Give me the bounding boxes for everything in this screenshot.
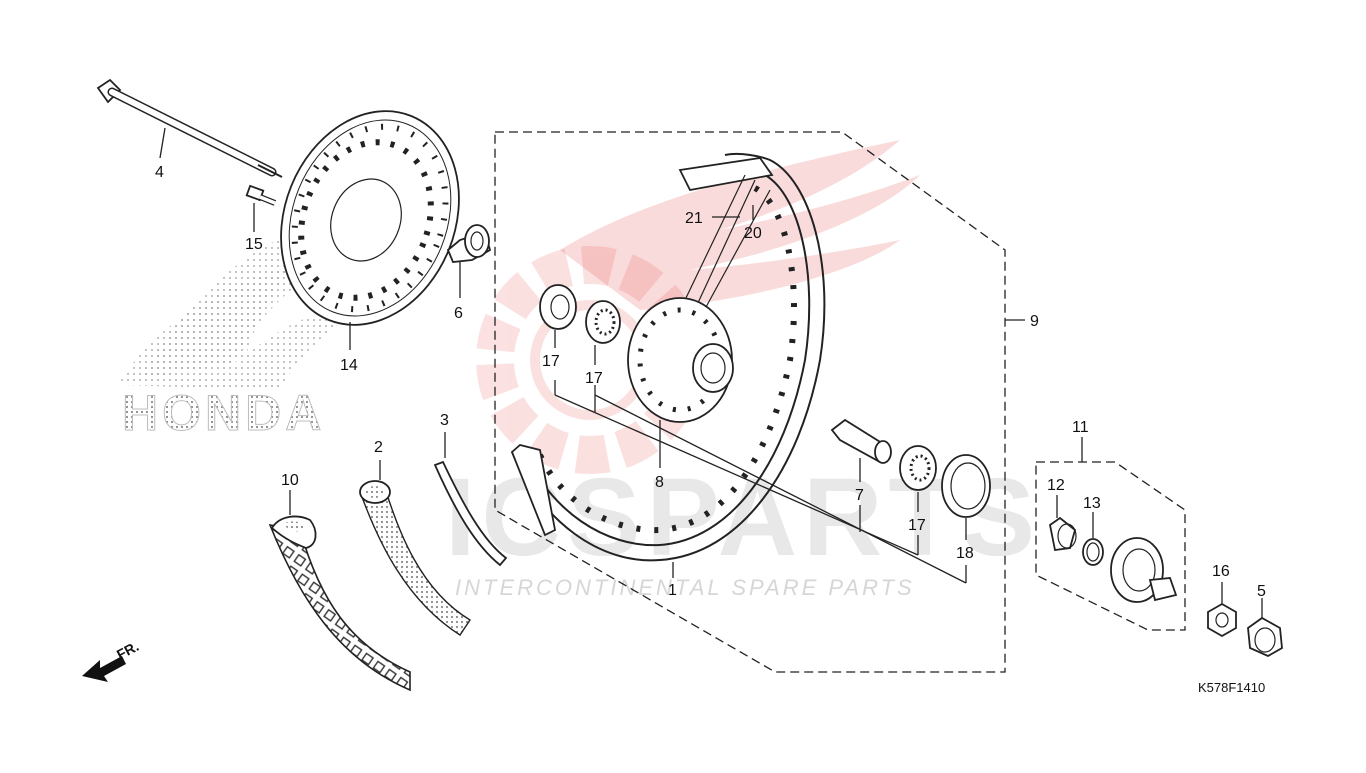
part-distance-collar <box>830 418 892 464</box>
callout-12: 12 <box>1047 477 1065 494</box>
part-gearbox <box>1110 537 1178 603</box>
diagram-code: K578F1410 <box>1198 680 1265 695</box>
callout-6: 6 <box>454 305 463 322</box>
callout-11: 11 <box>1072 419 1089 436</box>
part-bearing-17b <box>899 445 937 491</box>
assembly-boundary-11 <box>1035 461 1186 631</box>
part-rim-band <box>433 460 508 567</box>
callout-9: 9 <box>1030 313 1039 330</box>
callout-15: 15 <box>245 236 263 253</box>
part-brake-disc <box>280 110 460 326</box>
callout-17-left: 17 <box>585 370 603 387</box>
part-tire <box>268 515 411 692</box>
part-dust-seal <box>941 454 991 518</box>
callout-18: 17 <box>542 353 560 370</box>
callout-2: 2 <box>374 439 383 456</box>
callout-17-right: 17 <box>908 517 926 534</box>
part-hub <box>627 297 734 423</box>
part-axle <box>96 78 283 178</box>
callout-14: 14 <box>340 357 358 374</box>
honda-logo: HONDA <box>118 220 380 442</box>
part-tube <box>359 480 471 636</box>
callout-4: 4 <box>155 164 164 181</box>
honda-wing-logo-icon <box>560 140 920 310</box>
part-bearing-17a <box>585 300 621 344</box>
callouts: 4 15 14 6 3 2 10 17 17 8 21 20 9 7 17 18… <box>155 164 1266 600</box>
callout-8: 8 <box>655 474 664 491</box>
callout-1: 1 <box>668 582 677 599</box>
part-cap-nut-5 <box>1247 616 1283 658</box>
part-bearing-18 <box>539 284 577 330</box>
callout-21: 21 <box>685 210 703 227</box>
part-rim <box>510 152 826 562</box>
part-collar <box>446 224 492 263</box>
callout-16: 16 <box>1212 563 1230 580</box>
callout-5: 5 <box>1257 583 1266 600</box>
watermark-tagline: INTERCONTINENTAL SPARE PARTS <box>455 575 915 600</box>
callout-10: 10 <box>281 472 299 489</box>
honda-logo-text: HONDA <box>122 385 325 441</box>
part-spokes <box>684 174 771 321</box>
part-nut-16 <box>1207 602 1237 638</box>
assembly-boundary-9 <box>494 131 1006 673</box>
direction-arrow-icon: FR. <box>82 638 141 682</box>
callout-20: 20 <box>744 225 762 242</box>
callout-7: 7 <box>855 487 864 504</box>
callout-3: 3 <box>440 412 449 429</box>
leader-lines <box>159 127 1263 618</box>
part-oring <box>1082 538 1104 566</box>
part-speedo-gear <box>1049 516 1077 552</box>
part-bolt <box>245 184 277 206</box>
callout-13: 13 <box>1083 495 1101 512</box>
callout-19: 18 <box>956 545 974 562</box>
